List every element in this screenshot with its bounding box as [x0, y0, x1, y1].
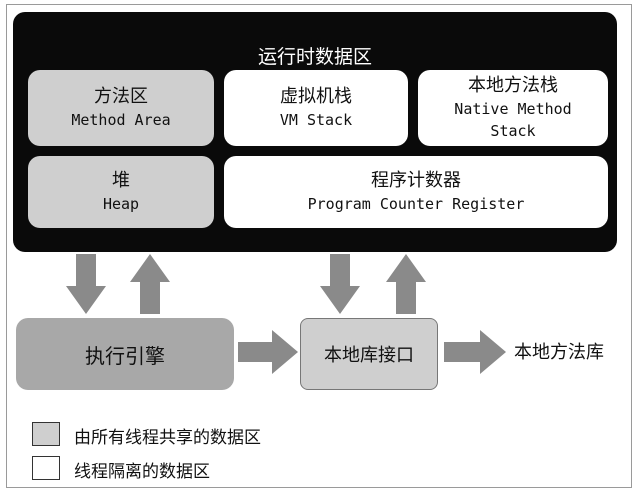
arrow-up-from-interface [386, 254, 426, 314]
pc-register-cn: 程序计数器 [371, 170, 461, 191]
runtime-data-area-title: 运行时数据区 [257, 46, 372, 68]
method-area-cn: 方法区 [94, 86, 148, 107]
native-stack-en-line2: Stack [490, 122, 536, 140]
arrow-interface-to-library [444, 330, 506, 374]
method-area-en: Method Area [71, 111, 171, 129]
legend-shared-label: 由所有线程共享的数据区 [74, 428, 261, 448]
arrow-down-to-engine [66, 254, 106, 314]
native-method-library: 本地方法库 [514, 342, 604, 363]
heap-block: 堆 Heap [28, 156, 214, 228]
legend-isolated-label: 线程隔离的数据区 [74, 462, 210, 482]
native-method-stack-block: 本地方法栈 Native Method Stack [418, 70, 608, 146]
legend-isolated-swatch [32, 456, 60, 480]
native-interface: 本地库接口 [300, 318, 438, 390]
pc-register-en: Program Counter Register [307, 195, 525, 213]
execution-engine-label: 执行引擎 [85, 343, 165, 368]
heap-cn: 堆 [112, 170, 130, 191]
arrow-up-from-engine [130, 254, 170, 314]
native-interface-label: 本地库接口 [324, 345, 414, 366]
program-counter-register-block: 程序计数器 Program Counter Register [224, 156, 608, 228]
heap-en: Heap [102, 195, 140, 213]
native-stack-cn: 本地方法栈 [468, 75, 558, 96]
native-stack-en-line1: Native Method [454, 100, 572, 118]
diagram-frame [6, 4, 632, 488]
legend-shared-swatch [32, 422, 60, 446]
method-area-block: 方法区 Method Area [28, 70, 214, 146]
arrow-engine-to-interface [238, 330, 298, 374]
execution-engine: 执行引擎 [16, 318, 234, 390]
vm-stack-cn: 虚拟机栈 [280, 86, 352, 107]
vm-stack-en: VM Stack [279, 111, 353, 129]
vm-stack-block: 虚拟机栈 VM Stack [224, 70, 408, 146]
arrow-down-to-interface [320, 254, 360, 314]
